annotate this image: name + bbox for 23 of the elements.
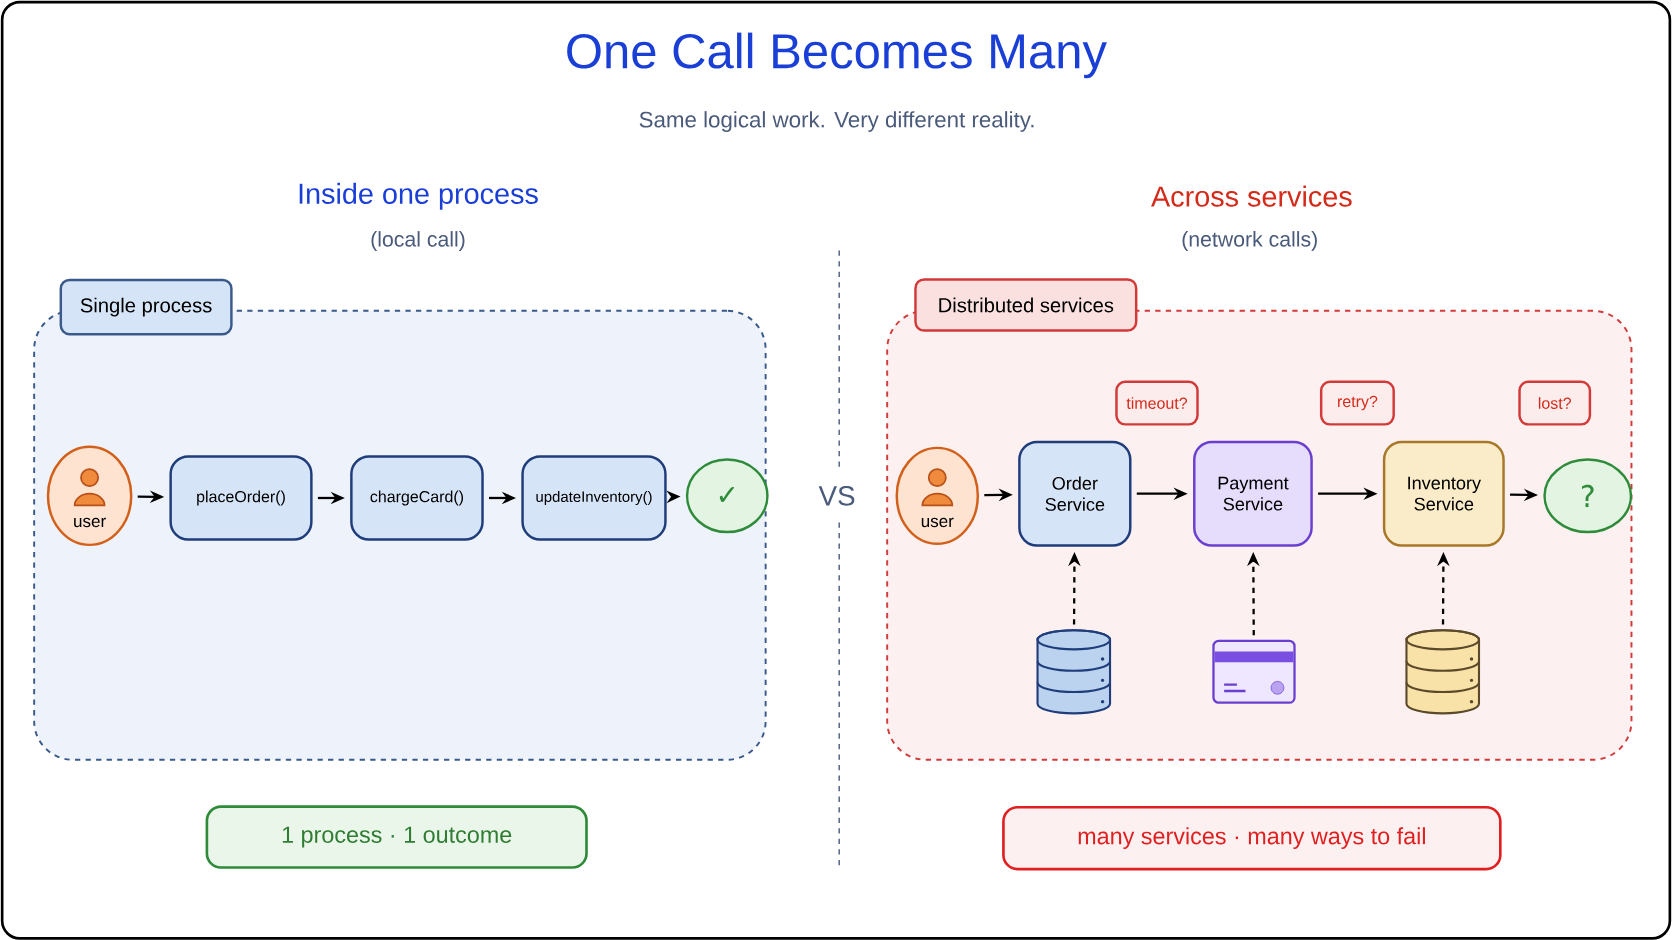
- credit-card-drawing: [1212, 639, 1296, 704]
- process-box: chargeCard(): [350, 454, 484, 541]
- warning-tag: timeout?: [1115, 380, 1199, 426]
- process-box: updateInventory(): [521, 454, 667, 541]
- warning-tag: lost?: [1518, 380, 1592, 426]
- process-box: Inventory Service: [1382, 440, 1505, 547]
- title: One Call Becomes Many: [567, 32, 1107, 79]
- subheading: (network calls): [1182, 230, 1317, 251]
- warning-tag: retry?: [1319, 380, 1395, 426]
- database-drawing: [1036, 628, 1112, 715]
- heading: Across services: [1151, 185, 1352, 207]
- summary-box: 1 process · 1 outcome: [205, 805, 588, 869]
- heading: Inside one process: [299, 182, 538, 210]
- process-box: placeOrder(): [169, 454, 313, 541]
- subtitle: Same logical work. Very different reality.: [639, 110, 1034, 132]
- vs-label: VS: [818, 485, 855, 506]
- summary-box: many services · many ways to fail: [1002, 805, 1502, 871]
- frame-tag: Distributed services: [914, 277, 1138, 332]
- process-box: Payment Service: [1193, 440, 1313, 547]
- process-box: Order Service: [1018, 440, 1132, 547]
- subheading: (local call): [371, 230, 465, 251]
- database-drawing: [1405, 628, 1481, 715]
- frame-tag: Single process: [59, 278, 233, 336]
